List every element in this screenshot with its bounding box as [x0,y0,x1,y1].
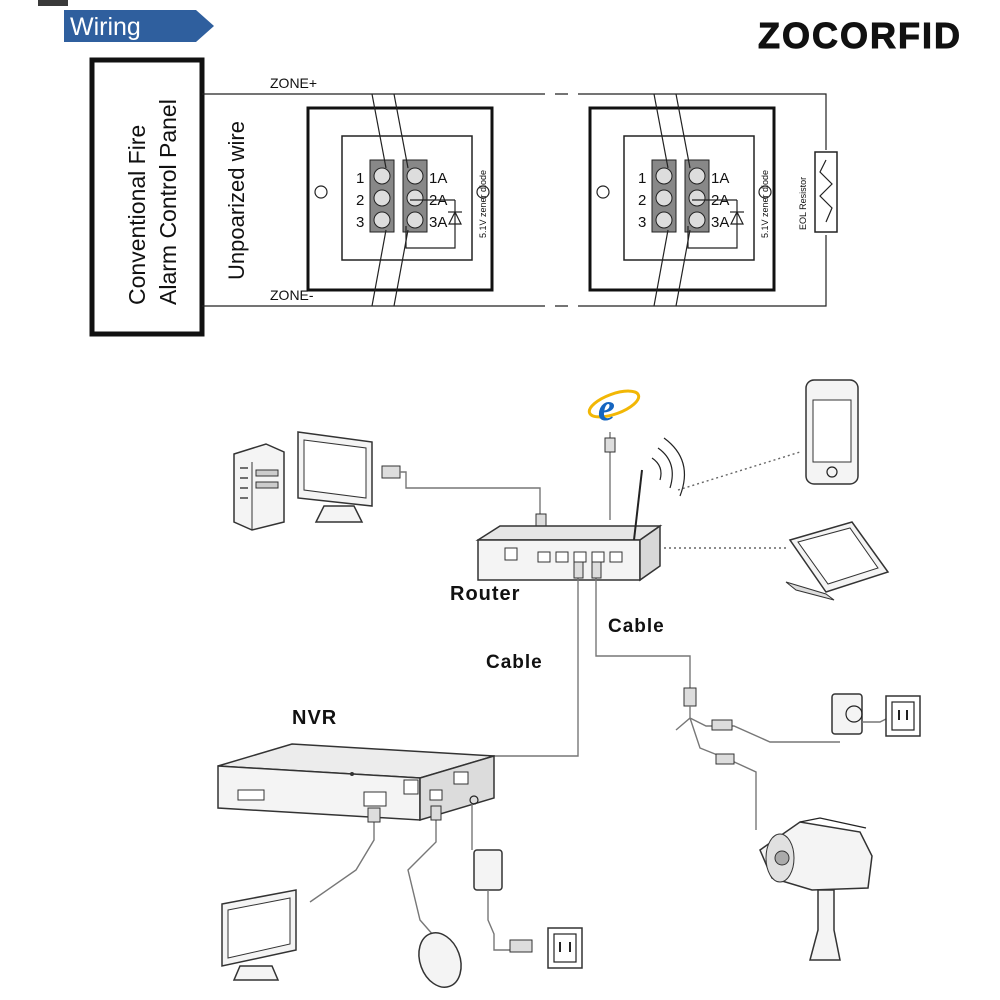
terminal-2: 2 [638,192,646,209]
rj45-plug-icon [573,561,584,579]
ip-camera-icon [759,817,873,961]
dc-connector-icon [711,719,733,731]
mount-hole-icon [476,185,490,199]
mount-hole-icon [314,185,328,199]
zener-diode-icon [448,210,462,225]
cable-label-2: Cable [608,616,665,637]
camera-pigtail-cable [675,706,840,830]
mount-hole-icon [758,185,772,199]
rj45-plug-icon [683,687,697,707]
dc-connector-icon [715,753,735,765]
router-icon [475,469,663,582]
zener-diode-icon [730,210,744,225]
mouse-cable [407,806,437,937]
mains-outlet-icon [547,927,583,969]
camera-power-adapter-icon [831,693,893,735]
rj45-plug-icon [381,465,401,479]
fire-alarm-panel [89,57,205,337]
panel-label-line2: Alarm Control Panel [155,99,181,305]
router-antenna-icon [633,469,643,541]
desktop-computer-icon [233,431,373,531]
rj45-plug-icon [591,561,602,579]
zener-diode-label: 5.1V zener diode [760,170,770,238]
terminal-3: 3 [356,214,364,231]
terminal-3: 3 [638,214,646,231]
zone-minus-label: ZONE- [270,287,314,303]
brand-logo: ZOCORFID [758,15,962,56]
terminal-1a: 1A [711,170,729,187]
zener-diode-label: 5.1V zener diode [478,170,488,238]
cable-label-1: Cable [486,652,543,673]
mount-hole-icon [596,185,610,199]
zone-plus-label: ZONE+ [270,75,317,91]
vga-plug-icon [367,807,381,823]
nvr-label: NVR [292,707,337,729]
camera-cable [595,566,691,690]
pc-cable [400,471,541,516]
mains-plug-icon [509,939,533,953]
zone-minus-wire [202,235,827,307]
ie-glyph: e [598,387,615,429]
smartphone-icon [805,379,859,485]
nvr-mains-cable [487,890,520,951]
detector-base-2: 1 2 3 1A 2A 3A 5.1V zener diode [588,93,776,307]
terminal-3a: 3A [429,214,447,231]
wifi-signal-icon [651,437,686,497]
nvr-power-adapter-icon [473,849,503,891]
terminal-3a: 3A [711,214,729,231]
wiring-tag-label: Wiring [70,13,141,41]
detector-base-1: 1 2 3 1A 2A 3A 5.1V zener diode [306,93,494,307]
wiring-tag-shape [64,10,214,42]
zone-plus-wire [202,93,827,150]
terminal-1a: 1A [429,170,447,187]
mouse-icon [418,932,462,988]
network-section: e [217,379,921,988]
usb-plug-icon [430,805,442,821]
laptop-icon [785,521,890,601]
wall-socket-icon [885,695,921,737]
vga-cable [309,808,375,903]
rj45-plug-icon [604,437,616,453]
terminal-1: 1 [356,170,364,187]
internet-explorer-icon: e [587,387,641,429]
fire-wiring-section: Conventional Fire Alarm Control Panel Un… [89,57,838,337]
eol-resistor-label: EOL Resistor [798,177,808,230]
monitor-icon [221,889,297,981]
nvr-device-icon [217,743,495,822]
terminal-1: 1 [638,170,646,187]
router-label: Router [450,583,520,605]
eol-resistor-icon [814,151,838,233]
wiring-tag: Wiring [38,0,214,42]
panel-label-line1: Conventional Fire [124,125,150,305]
terminal-2: 2 [356,192,364,209]
unpolarized-wire-label: Unpoarized wire [224,121,249,280]
wifi-link-phone [677,451,801,491]
